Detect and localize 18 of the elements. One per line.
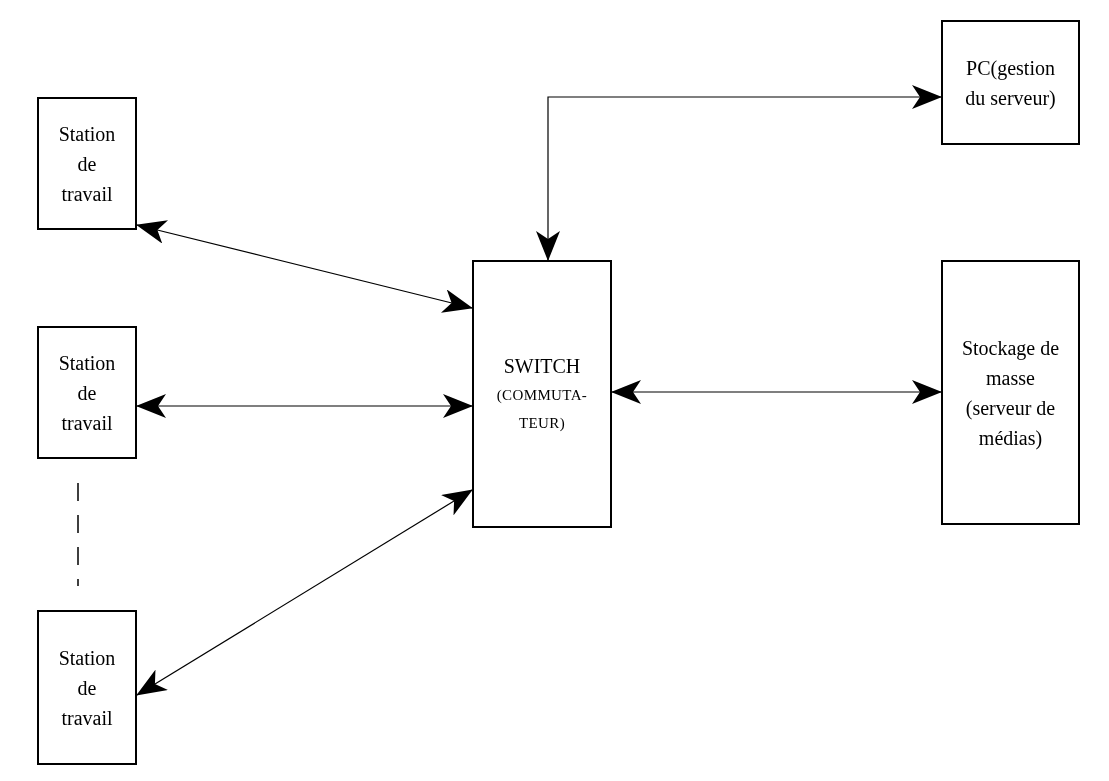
- box-label: PC(gestion du serveur): [964, 55, 1057, 111]
- double-arrow: [136, 220, 473, 313]
- double-arrow: [136, 394, 473, 418]
- process-box: [941, 260, 1080, 525]
- process-box: [472, 260, 612, 528]
- process-box: [941, 20, 1080, 145]
- process-box: [37, 97, 137, 230]
- box-label: Station de travail: [57, 645, 117, 731]
- double-arrow: [136, 489, 473, 696]
- box-label: Station de travail: [57, 121, 117, 207]
- process-box: [37, 610, 137, 765]
- process-box: [37, 326, 137, 459]
- box-label: Stockage de masse (serveur de médias): [960, 335, 1061, 452]
- box-label: Station de travail: [57, 350, 117, 436]
- box-label: SWITCH: [503, 354, 581, 379]
- double-arrow: [536, 85, 942, 261]
- box-sublabel: (COMMUTA- TEUR): [495, 386, 589, 433]
- double-arrow: [611, 380, 942, 404]
